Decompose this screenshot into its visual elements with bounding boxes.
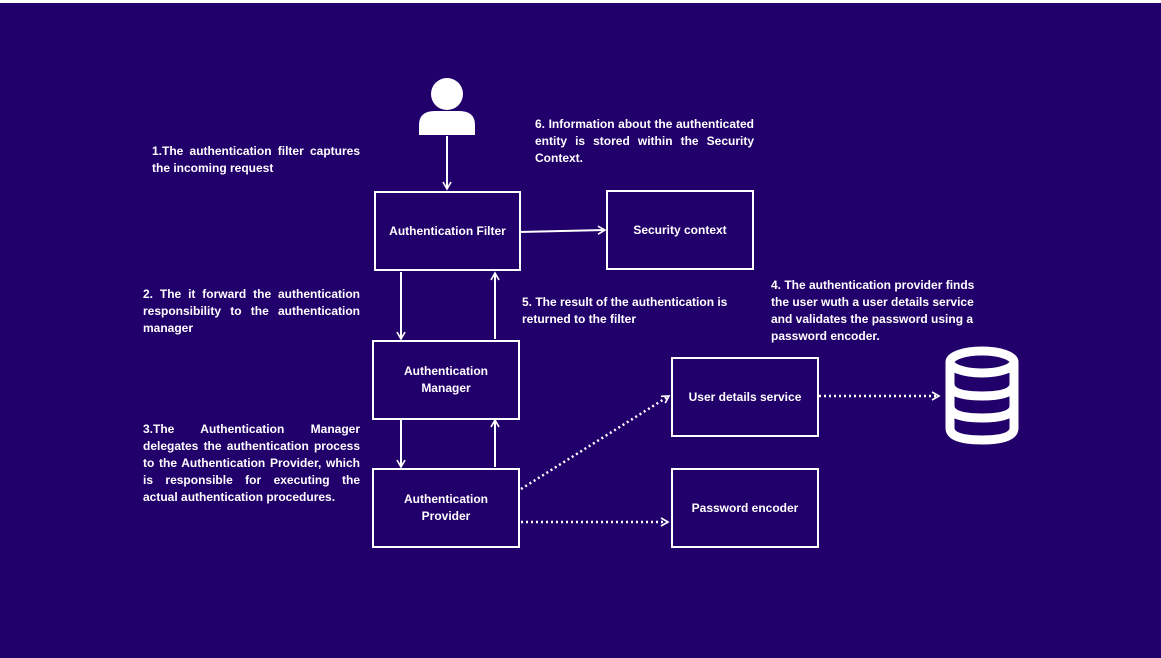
authentication-provider-label: Authentication Provider <box>404 492 488 523</box>
database-icon <box>945 346 1019 445</box>
step3-note: 3.The Authentication Manager delegates t… <box>143 422 360 504</box>
authentication-filter-label: Authentication Filter <box>389 223 506 238</box>
authentication-manager-label: Authentication Manager <box>404 364 488 395</box>
authentication-provider-box: Authentication Provider <box>372 468 520 548</box>
step1-note: 1.The authentication filter captures the… <box>152 144 360 175</box>
connector-layer <box>396 136 941 527</box>
user-details-service-box: User details service <box>671 357 819 437</box>
user-icon <box>419 78 475 135</box>
authentication-manager-box: Authentication Manager <box>372 340 520 420</box>
auth-flow-diagram: Authentication Filter Security context A… <box>0 3 1161 658</box>
security-context-box: Security context <box>606 190 754 270</box>
authentication-filter-box: Authentication Filter <box>374 191 521 271</box>
step5-note: 5. The result of the authentication is r… <box>522 295 728 326</box>
password-encoder-label: Password encoder <box>691 500 799 515</box>
password-encoder-box: Password encoder <box>671 468 819 548</box>
step6-note: 6. Information about the authenticated e… <box>535 117 754 165</box>
security-context-label: Security context <box>633 222 727 237</box>
step2-note: 2. The it forward the authentication res… <box>143 287 360 335</box>
user-details-service-label: User details service <box>688 389 802 404</box>
step4-note: 4. The authentication provider finds the… <box>771 278 975 343</box>
arrow-filter-to-security-context <box>518 225 607 235</box>
dotted-arrow-provider-to-user-details <box>520 394 671 491</box>
